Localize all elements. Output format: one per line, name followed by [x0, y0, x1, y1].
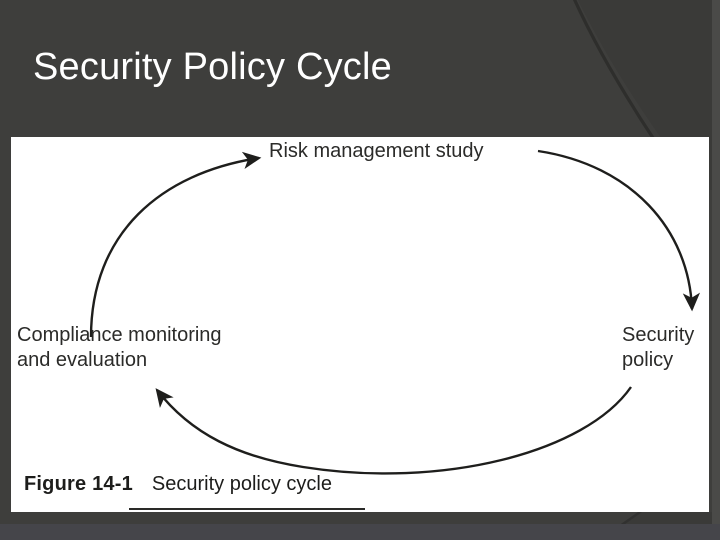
arc-policy-to-compliance	[155, 386, 632, 475]
security-policy-label-line-1: Security	[622, 324, 695, 346]
page-title: Security Policy Cycle	[33, 46, 392, 88]
figure-panel: Risk management study Compliance monitor…	[11, 137, 709, 512]
cycle-diagram	[89, 149, 701, 475]
compliance-label-line-2: and evaluation	[17, 349, 148, 371]
figure-caption: Figure 14-1 Security policy cycle	[24, 471, 332, 497]
diagram-node-risk-management-study: Risk management study	[269, 140, 484, 162]
arc-compliance-to-risk	[89, 151, 262, 338]
right-edge-strip	[712, 0, 720, 540]
security-policy-label-line-2: policy	[622, 349, 674, 371]
figure-caption-number: Figure 14-1	[24, 473, 133, 495]
diagram-node-security-policy: Security policy	[622, 323, 708, 373]
diagram-node-compliance-monitoring: Compliance monitoring and evaluation	[17, 323, 287, 373]
compliance-label-line-1: Compliance monitoring	[17, 324, 222, 346]
bottom-band	[0, 524, 720, 540]
figure-caption-text: Security policy cycle	[151, 473, 332, 495]
caption-underline-artifact	[129, 508, 365, 510]
arc-risk-to-policy	[537, 149, 701, 312]
